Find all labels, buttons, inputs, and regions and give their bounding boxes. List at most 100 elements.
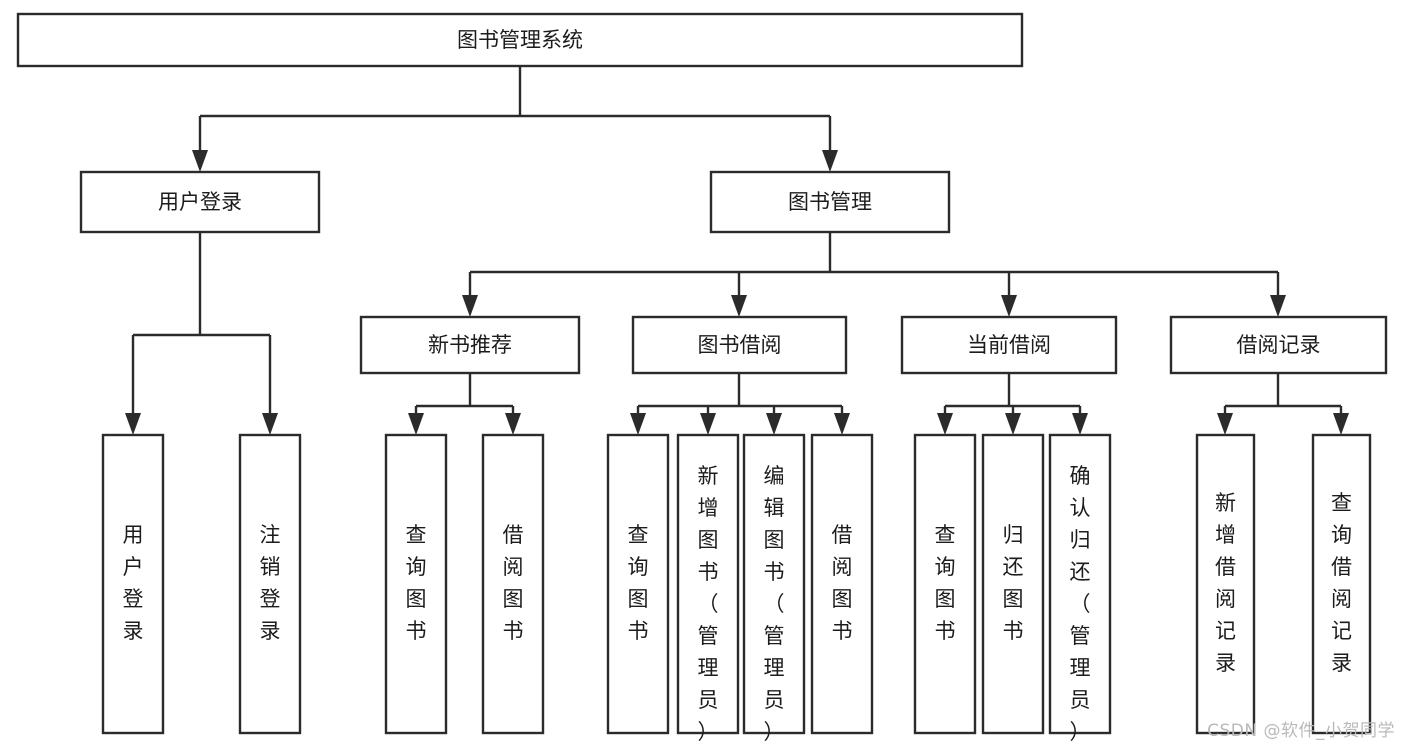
node-box[interactable] bbox=[238, 433, 302, 735]
node-label-char: 图 bbox=[1003, 587, 1024, 611]
node-label-char: 借 bbox=[832, 523, 853, 547]
connector-arrowhead-icon bbox=[1072, 413, 1088, 435]
node-label-char: 户 bbox=[123, 555, 144, 579]
node-label-char: 员 bbox=[698, 688, 719, 712]
node-box[interactable] bbox=[631, 315, 848, 375]
node-label-char: 借 bbox=[503, 523, 524, 547]
connector-conn-userlogin-to-leaves bbox=[125, 232, 278, 435]
node-label-char: 新 bbox=[1215, 491, 1236, 515]
connector-arrowhead-icon bbox=[1005, 413, 1021, 435]
node-box[interactable] bbox=[1311, 433, 1372, 735]
node-label-char: 员 bbox=[1070, 688, 1091, 712]
node-label-char: 书 bbox=[406, 619, 427, 643]
node-label-char: ） bbox=[698, 720, 719, 744]
node-label-char: 辑 bbox=[764, 496, 785, 520]
node-borrow-record[interactable]: 借阅记录 bbox=[1169, 315, 1388, 375]
node-box[interactable] bbox=[1195, 433, 1256, 735]
node-leaf-borrow-book-recommend[interactable]: 借阅图书借阅图书 bbox=[481, 433, 545, 735]
node-box[interactable] bbox=[79, 170, 321, 234]
node-label-char: 录 bbox=[123, 619, 144, 643]
connector-conn-bookmanage-to-level3 bbox=[462, 232, 1286, 317]
node-leaf-query-book-recommend[interactable]: 查询图书查询图书 bbox=[384, 433, 448, 735]
node-leaf-borrow-book[interactable]: 借阅图书借阅图书 bbox=[810, 433, 874, 735]
node-current-borrow[interactable]: 当前借阅 bbox=[900, 315, 1118, 375]
connector-conn-current-to-leaves bbox=[937, 373, 1088, 435]
node-box[interactable] bbox=[384, 433, 448, 735]
node-box[interactable] bbox=[606, 433, 670, 735]
node-box[interactable] bbox=[359, 315, 581, 375]
node-layer: 图书管理系统用户登录图书管理新书推荐图书借阅当前借阅借阅记录用户登录用户登录注销… bbox=[16, 12, 1388, 744]
node-label: 图书管理系统 bbox=[457, 28, 583, 52]
node-leaf-query-book-current[interactable]: 查询图书查询图书 bbox=[913, 433, 977, 735]
node-label-char: 编 bbox=[764, 464, 785, 488]
node-label: 用户登录 bbox=[158, 190, 242, 214]
node-label-char: 阅 bbox=[832, 555, 853, 579]
node-label-char: 管 bbox=[698, 624, 719, 648]
connector-arrowhead-icon bbox=[1217, 413, 1233, 435]
connector-arrowhead-icon bbox=[822, 150, 838, 172]
node-user-login[interactable]: 用户登录 bbox=[79, 170, 321, 234]
node-book-borrow[interactable]: 图书借阅 bbox=[631, 315, 848, 375]
node-leaf-user-logout[interactable]: 注销登录注销登录 bbox=[238, 433, 302, 735]
watermark-text: CSDN @软件_小贺同学 bbox=[1207, 721, 1395, 741]
node-label-char: 阅 bbox=[503, 555, 524, 579]
connector-arrowhead-icon bbox=[505, 413, 521, 435]
node-label-char: 认 bbox=[1070, 496, 1091, 520]
connector-arrowhead-icon bbox=[262, 413, 278, 435]
node-label-char: 录 bbox=[1331, 651, 1352, 675]
node-box[interactable] bbox=[913, 433, 977, 735]
node-box[interactable] bbox=[481, 433, 545, 735]
node-leaf-query-borrow-record[interactable]: 查询借阅记录查询借阅记录 bbox=[1311, 433, 1372, 735]
node-label-char: 还 bbox=[1003, 555, 1024, 579]
node-label-char: 询 bbox=[935, 555, 956, 579]
node-label-char: 理 bbox=[764, 656, 785, 680]
node-leaf-user-login[interactable]: 用户登录用户登录 bbox=[101, 433, 165, 735]
node-leaf-return-book[interactable]: 归还图书归还图书 bbox=[981, 433, 1045, 735]
node-book-manage[interactable]: 图书管理 bbox=[709, 170, 951, 234]
node-box[interactable] bbox=[742, 433, 806, 735]
node-box[interactable] bbox=[16, 12, 1024, 68]
node-label-char: 书 bbox=[698, 560, 719, 584]
node-label-char: 管 bbox=[1070, 624, 1091, 648]
node-box[interactable] bbox=[810, 433, 874, 735]
node-box[interactable] bbox=[900, 315, 1118, 375]
node-leaf-add-borrow-record[interactable]: 新增借阅记录新增借阅记录 bbox=[1195, 433, 1256, 735]
node-label: 借阅记录 bbox=[1237, 333, 1321, 357]
node-label-char: 理 bbox=[1070, 656, 1091, 680]
node-label-char: 阅 bbox=[1215, 587, 1236, 611]
node-label-char: 确 bbox=[1070, 464, 1091, 488]
node-label-char: （ bbox=[698, 592, 719, 616]
node-leaf-query-book-borrow[interactable]: 查询图书查询图书 bbox=[606, 433, 670, 735]
node-box[interactable] bbox=[1048, 433, 1112, 735]
connector-arrowhead-icon bbox=[408, 413, 424, 435]
node-label-char: 阅 bbox=[1331, 587, 1352, 611]
node-box[interactable] bbox=[676, 433, 740, 735]
node-label-char: 录 bbox=[260, 619, 281, 643]
node-label-char: 还 bbox=[1070, 560, 1091, 584]
node-label-char: 用 bbox=[123, 523, 144, 547]
node-box[interactable] bbox=[1169, 315, 1388, 375]
node-box[interactable] bbox=[981, 433, 1045, 735]
node-label-char: 登 bbox=[123, 587, 144, 611]
node-label-char: 录 bbox=[1215, 651, 1236, 675]
node-box[interactable] bbox=[709, 170, 951, 234]
connector-arrowhead-icon bbox=[192, 150, 208, 172]
connector-arrowhead-icon bbox=[766, 413, 782, 435]
node-root[interactable]: 图书管理系统 bbox=[16, 12, 1024, 68]
node-label-char: 归 bbox=[1070, 528, 1091, 552]
node-box[interactable] bbox=[101, 433, 165, 735]
node-label: 当前借阅 bbox=[967, 333, 1051, 357]
connector-arrowhead-icon bbox=[731, 295, 747, 317]
connector-arrowhead-icon bbox=[1001, 295, 1017, 317]
node-label-char: 图 bbox=[406, 587, 427, 611]
node-new-book-recommend[interactable]: 新书推荐 bbox=[359, 315, 581, 375]
connector-arrowhead-icon bbox=[630, 413, 646, 435]
node-label: 图书借阅 bbox=[698, 333, 782, 357]
node-label-char: 书 bbox=[1003, 619, 1024, 643]
node-label-char: 书 bbox=[628, 619, 649, 643]
